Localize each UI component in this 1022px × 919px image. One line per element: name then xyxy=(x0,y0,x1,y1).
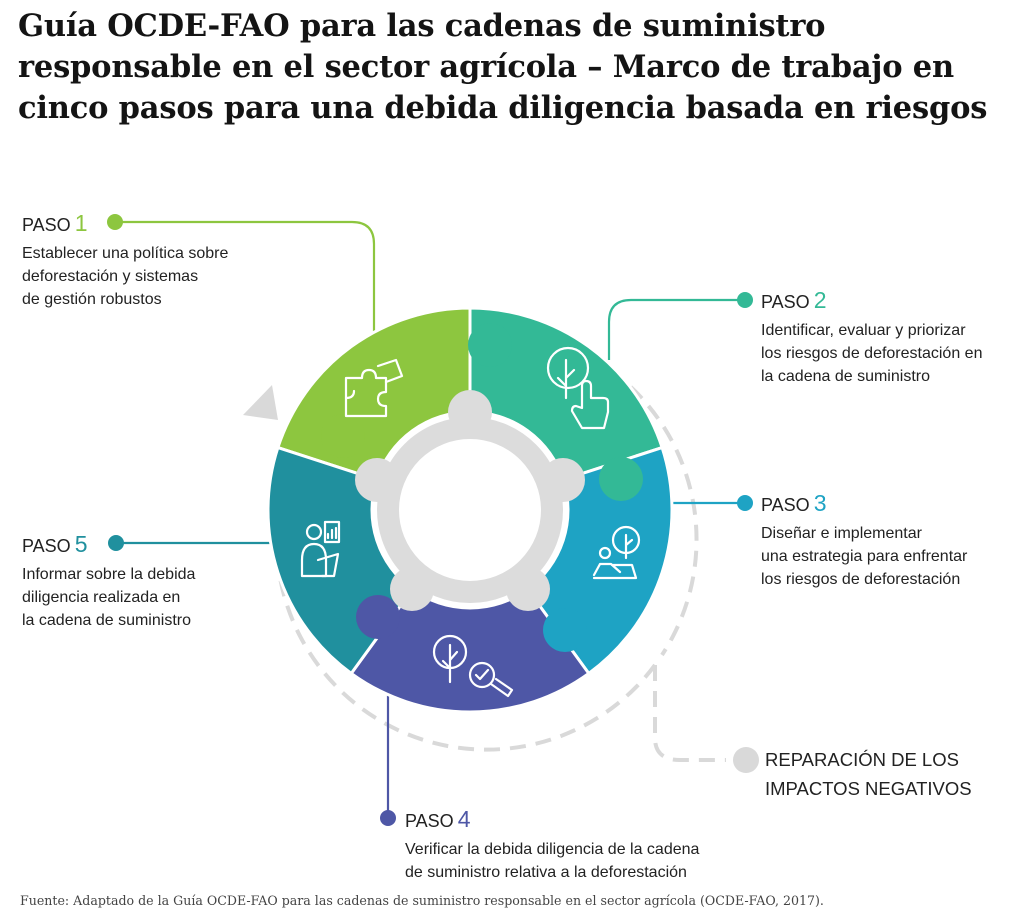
step-2-description: Identificar, evaluar y priorizar los rie… xyxy=(761,319,1019,388)
cycle-arrow-icon xyxy=(243,385,278,420)
repair-line: IMPACTOS NEGATIVOS xyxy=(765,778,972,799)
step-4-label: PASO xyxy=(405,811,454,831)
step-3-line: Diseñar e implementar xyxy=(761,525,922,542)
step-1-description: Establecer una política sobre deforestac… xyxy=(22,242,352,311)
hub-knob-2 xyxy=(541,458,585,502)
hub xyxy=(355,390,585,611)
hub-knob-3 xyxy=(506,567,550,611)
hub-knob-4 xyxy=(390,567,434,611)
connector-dot-step4 xyxy=(380,810,396,826)
ring-segment-step4 xyxy=(349,587,591,714)
step-2-number: 2 xyxy=(813,287,827,313)
step-2-line: Identificar, evaluar y priorizar xyxy=(761,322,966,339)
ring-segment-step1 xyxy=(275,306,472,482)
connector-step2 xyxy=(607,298,745,360)
step-1-number: 1 xyxy=(74,210,88,236)
step-5-description: Informar sobre la debida diligencia real… xyxy=(22,563,282,632)
repair-label: REPARACIÓN DE LOS IMPACTOS NEGATIVOS xyxy=(765,745,972,803)
connector-dot-step5 xyxy=(108,535,124,551)
step-2-line: los riesgos de deforestación en xyxy=(761,345,983,362)
connector-step1 xyxy=(117,220,376,338)
step-3-line: una estrategia para enfrentar xyxy=(761,548,968,565)
repair-dot xyxy=(733,747,759,773)
step-3-description: Diseñar e implementar una estrategia par… xyxy=(761,522,1019,591)
connector-dot-step1 xyxy=(107,214,123,230)
tree-magnifier-icon xyxy=(432,634,514,698)
hub-knob-5 xyxy=(355,458,399,502)
step-5-line: la cadena de suministro xyxy=(22,612,191,629)
puzzle-knobs xyxy=(321,323,643,652)
connector-dot-step3 xyxy=(737,495,753,511)
step-1-line: de gestión robustos xyxy=(22,291,162,308)
puzzle-icon xyxy=(344,358,404,418)
connector-dot-step2 xyxy=(737,292,753,308)
step-4-line: Verificar la debida diligencia de la cad… xyxy=(405,841,700,858)
repair-line: REPARACIÓN DE LOS xyxy=(765,749,959,770)
ring-segments xyxy=(266,306,674,714)
knob-step5-step1 xyxy=(321,414,365,458)
knob-step2-step3 xyxy=(599,457,643,501)
knob-step3-step4 xyxy=(543,608,587,652)
step-2-line: la cadena de suministro xyxy=(761,368,930,385)
tree-laptop-icon xyxy=(592,525,641,580)
step-1-line: deforestación y sistemas xyxy=(22,268,199,285)
source-footnote: Fuente: Adaptado de la Guía OCDE-FAO par… xyxy=(20,893,824,908)
hub-knob-1 xyxy=(448,390,492,434)
knob-step1-step2 xyxy=(468,323,512,367)
step-1-label: PASO xyxy=(22,215,71,235)
step-5-line: diligencia realizada en xyxy=(22,589,181,606)
step-4-description: Verificar la debida diligencia de la cad… xyxy=(405,838,805,884)
step-4-number: 4 xyxy=(457,806,471,832)
knob-step4-step5 xyxy=(356,595,400,639)
presenter-report-icon xyxy=(300,520,341,578)
step-5-line: Informar sobre la debida xyxy=(22,566,196,583)
step-4-line: de suministro relativa a la deforestació… xyxy=(405,864,687,881)
step-3-label: PASO xyxy=(761,495,810,515)
step-5-number: 5 xyxy=(74,531,88,557)
step-2-label: PASO xyxy=(761,292,810,312)
step-3-line: los riesgos de deforestación xyxy=(761,571,961,588)
step-5-label: PASO xyxy=(22,536,71,556)
step-3-number: 3 xyxy=(813,490,827,516)
dashed-repair-path xyxy=(653,665,726,762)
step-1-line: Establecer una política sobre xyxy=(22,245,229,262)
tree-touch-icon xyxy=(546,346,610,430)
page-title: Guía OCDE-FAO para las cadenas de sumini… xyxy=(18,8,988,126)
